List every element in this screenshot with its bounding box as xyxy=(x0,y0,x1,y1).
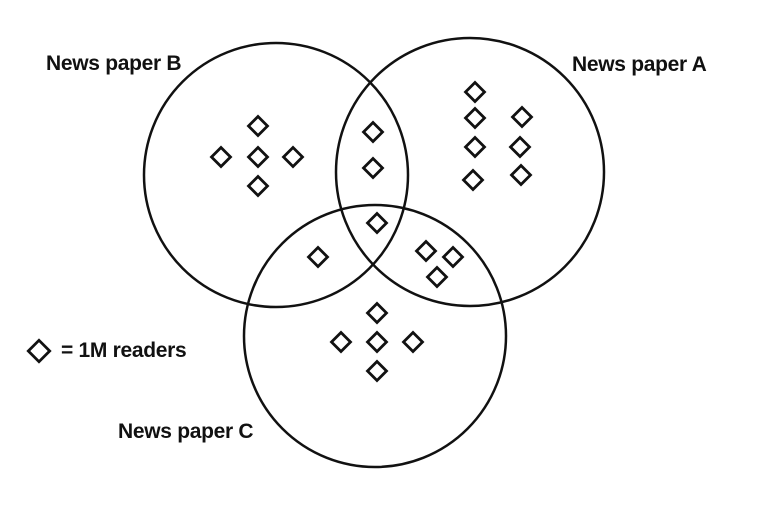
reader-diamond-icon xyxy=(508,135,532,159)
label-newspaper-c: News paper C xyxy=(118,420,254,443)
reader-diamond-icon xyxy=(329,330,353,354)
reader-diamond-icon xyxy=(361,120,385,144)
reader-diamond-icon xyxy=(463,106,487,130)
legend-diamond-icon xyxy=(26,338,52,364)
reader-diamond-icon xyxy=(246,145,270,169)
reader-diamond-icon xyxy=(365,211,389,235)
reader-diamond-icon xyxy=(441,245,465,269)
reader-diamond-icon xyxy=(365,301,389,325)
reader-diamond-icon xyxy=(463,80,487,104)
reader-diamond-icon xyxy=(509,163,533,187)
reader-diamond-icon xyxy=(463,135,487,159)
legend: = 1M readers xyxy=(26,338,187,364)
reader-diamond-icon xyxy=(281,145,305,169)
reader-diamond-icon xyxy=(246,114,270,138)
reader-diamond-icon xyxy=(306,245,330,269)
set-circle-b xyxy=(142,41,410,309)
reader-diamond-icon xyxy=(461,168,485,192)
reader-diamond-icon xyxy=(209,145,233,169)
reader-diamond-icon xyxy=(365,330,389,354)
set-circle-c xyxy=(242,203,508,469)
set-circle-a xyxy=(334,36,606,308)
reader-diamond-icon xyxy=(401,330,425,354)
reader-diamond-icon xyxy=(361,156,385,180)
reader-diamond-icon xyxy=(246,174,270,198)
legend-label: = 1M readers xyxy=(61,339,187,363)
reader-diamond-icon xyxy=(425,265,449,289)
reader-diamond-icon xyxy=(365,359,389,383)
label-newspaper-b: News paper B xyxy=(46,52,182,75)
reader-diamond-icon xyxy=(510,105,534,129)
label-newspaper-a: News paper A xyxy=(572,53,707,76)
reader-diamond-icon xyxy=(414,239,438,263)
